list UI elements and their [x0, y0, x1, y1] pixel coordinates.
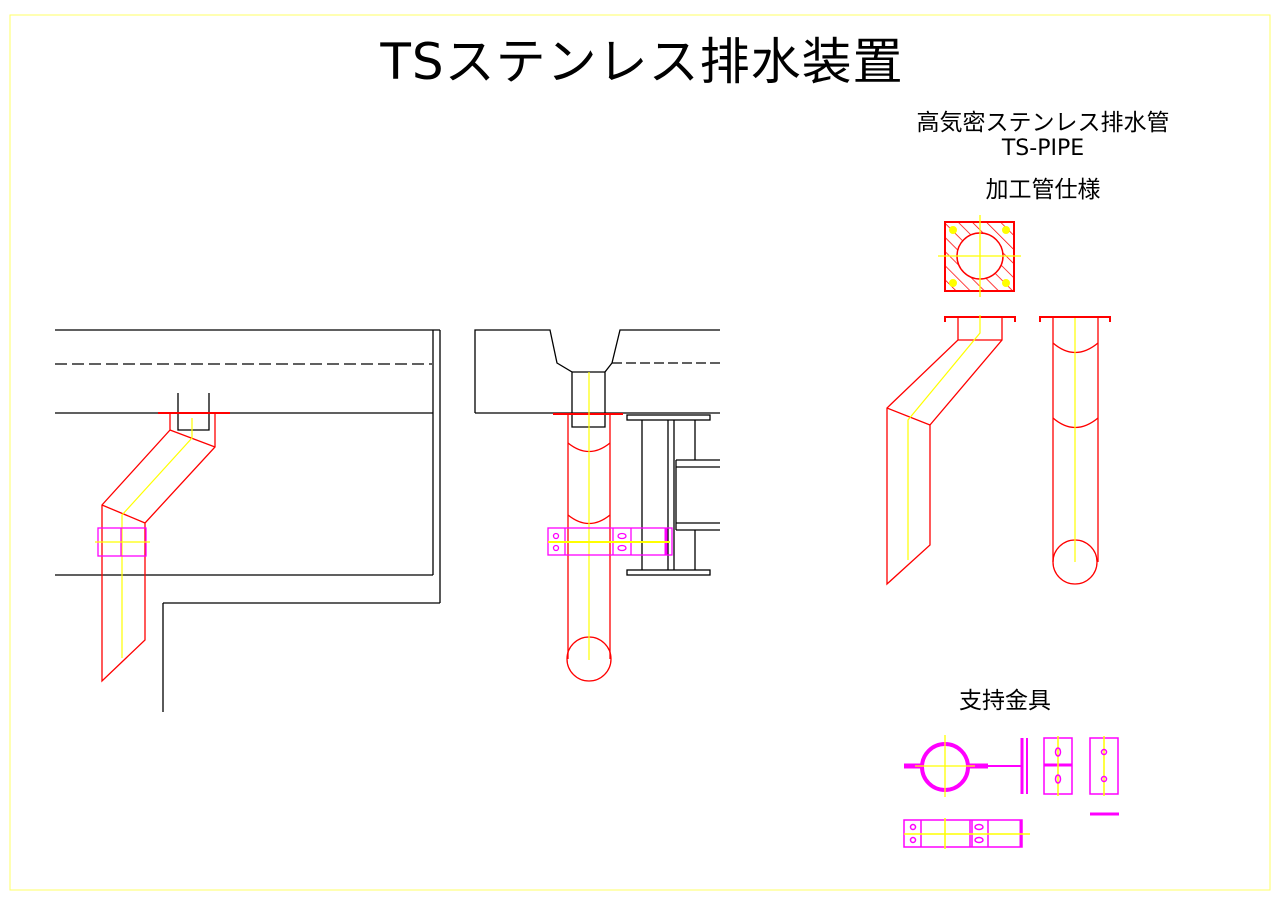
- spec-label-line3: 加工管仕様: [985, 177, 1101, 203]
- spec-offset-pipe: [886, 316, 1016, 586]
- bracket-label: 支持金具: [959, 688, 1051, 714]
- drawing-title: TSステンレス排水装置: [380, 33, 904, 91]
- middle-section-view: [474, 329, 720, 576]
- left-section-view: [55, 329, 441, 712]
- middle-pipe-clamp: [547, 527, 673, 556]
- pipe-cross-section: [938, 215, 1021, 297]
- support-bracket-front: [904, 735, 1028, 797]
- spec-offset-centerline: [907, 315, 981, 560]
- left-pipe-clamp: [95, 527, 150, 557]
- sheet-frame: [9, 14, 1271, 891]
- spec-label-line1: 高気密ステンレス排水管: [916, 110, 1170, 136]
- support-bracket-side: [1043, 736, 1119, 816]
- support-bracket-plan: [903, 818, 1030, 849]
- spec-label-line2: TS-PIPE: [1001, 136, 1085, 161]
- left-pipe-centerline: [121, 418, 193, 658]
